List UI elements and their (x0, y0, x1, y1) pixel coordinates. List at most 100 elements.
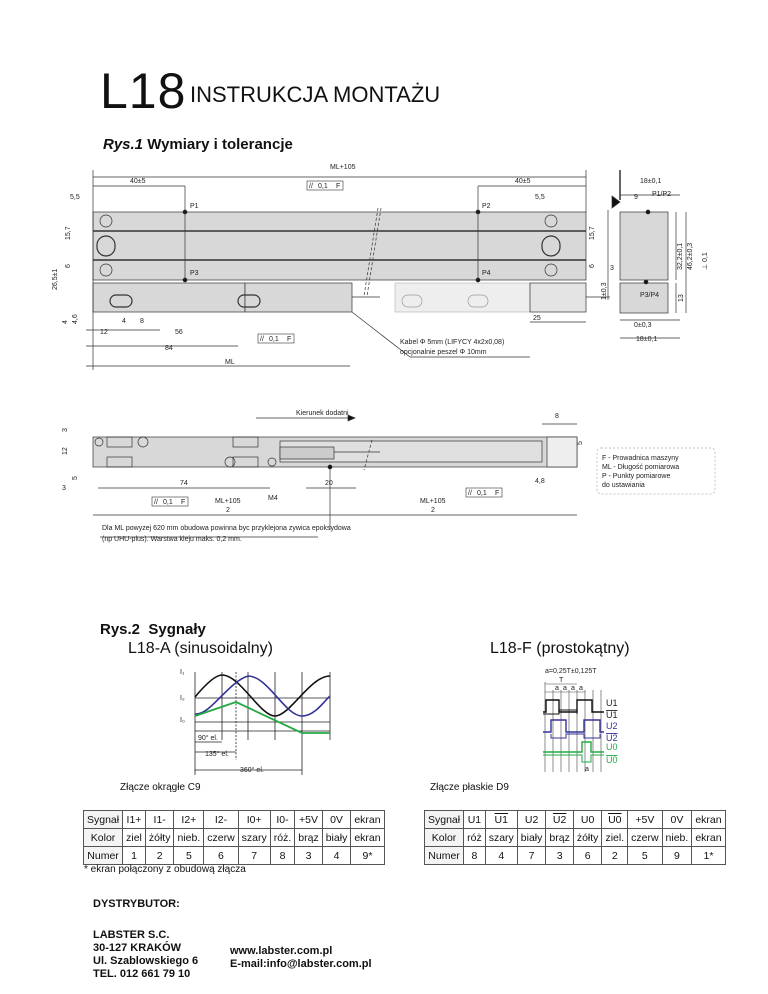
rys2-heading: Rys.2 Sygnały (100, 621, 206, 638)
dim-ml: ML (225, 359, 235, 366)
direction-label: Kierunek dodatni (296, 410, 349, 417)
i1-wave (194, 674, 331, 717)
table-cell: róż (463, 828, 486, 847)
table-cell: 4 (321, 846, 352, 865)
table-cell: ekran (691, 828, 726, 847)
svg-text://: // (468, 490, 472, 497)
table-cell: I1- (144, 810, 175, 829)
table-cell: 5 (173, 846, 205, 865)
table-cell: U1 (484, 810, 518, 829)
dim-8: 8 (140, 318, 144, 325)
svg-text:F: F (336, 183, 340, 190)
table-cell: I2- (203, 810, 239, 829)
row-header: Kolor (82, 828, 124, 847)
i0-wave (194, 701, 330, 734)
svg-text://: // (309, 183, 313, 190)
tolerance-frame-1: // 0,1 F (306, 180, 344, 191)
dim2-half-right-den: 2 (431, 507, 435, 514)
distributor-address: LABSTER S.C. 30-127 KRAKÓW Ul. Szablowsk… (93, 929, 198, 981)
dim-15-7-right: 15,7 (589, 226, 596, 240)
i2-wave (194, 675, 331, 717)
email-link[interactable]: E-mail:info@labster.com.pl (230, 958, 372, 970)
company-phone: TEL. 012 661 79 10 (93, 968, 191, 980)
company-city: 30-127 KRAKÓW (93, 942, 182, 954)
table-cell: 0V (321, 810, 352, 829)
label-u2: U2 (606, 721, 618, 731)
table-cell: U0 (572, 810, 603, 829)
table-cell: szary (237, 828, 271, 847)
table-cell: +5V (294, 810, 323, 829)
table-cell: brąz (294, 828, 323, 847)
dim2-half-left-num: ML+105 (215, 498, 241, 505)
table-cell: brąz (545, 828, 574, 847)
document-title: INSTRUKCJA MONTAŻU (190, 82, 441, 107)
adhesive-note-1: Dla ML powyzej 620 mm obudowa powinna by… (102, 525, 351, 532)
table-cell: 4 (484, 846, 518, 865)
table-cell: nieb. (661, 828, 693, 847)
label-i1: I₁ (180, 669, 185, 676)
model-title: L18 (100, 63, 187, 119)
table-cell: żółty (572, 828, 603, 847)
dim2-74: 74 (180, 480, 188, 487)
dim2-20: 20 (325, 480, 333, 487)
svg-text:0,1: 0,1 (318, 183, 328, 190)
dim-25: 25 (533, 315, 541, 322)
label-T: T (559, 677, 564, 684)
dim-84: 84 (165, 345, 173, 352)
svg-text:0,1: 0,1 (269, 336, 279, 343)
label-u2-neg: U2 (606, 733, 618, 743)
label-p2: P2 (482, 203, 491, 210)
distributor-label: DYSTRYBUTOR: (93, 898, 180, 910)
side-dim-18-top: 18±0,1 (640, 178, 661, 185)
square-formula: a=0,25T±0,125T (545, 668, 597, 675)
rys1-title: Wymiary i tolerancje (147, 136, 293, 153)
sine-title: L18-A (sinusoidalny) (128, 640, 273, 657)
table-cell: róż. (269, 828, 296, 847)
dim-6-right: 6 (589, 264, 596, 268)
table-cell: ekran (350, 828, 385, 847)
legend-p: P - Punkty pomiarowe (602, 473, 670, 480)
company-street: Ul. Szablowskiego 6 (93, 955, 199, 967)
table-cell: biały (321, 828, 352, 847)
website-link[interactable]: www.labster.com.pl (230, 945, 333, 957)
dim2-12: 12 (62, 447, 69, 455)
legend-p-cont: do ustawiania (602, 482, 645, 489)
dim2-4-8: 4,8 (535, 478, 545, 485)
dim-right40: 40±5 (515, 178, 531, 185)
dim-26-5: 26,5±1 (52, 269, 59, 290)
square-title: L18-F (prostokątny) (490, 640, 630, 657)
top-view (92, 414, 716, 538)
table-cell: U2 (516, 810, 547, 829)
svg-text://: // (154, 499, 158, 506)
side-dim-0: 0±0,3 (634, 322, 652, 329)
table-cell: nieb. (173, 828, 205, 847)
label-360: 360° el. (240, 766, 264, 774)
table-cell: 6 (203, 846, 239, 865)
table-cell: I2+ (173, 810, 205, 829)
side-p3p4: P3/P4 (640, 292, 659, 299)
svg-text://: // (260, 336, 264, 343)
label-a-bottom: a (585, 766, 589, 773)
table-cell: I1+ (122, 810, 146, 829)
dim-4-b: 4 (122, 318, 126, 325)
legend-f: F - Prowadnica maszyny (602, 455, 679, 462)
dim2-3-top: 3 (62, 428, 69, 432)
table-cell: 8 (269, 846, 296, 865)
company-name: LABSTER S.C. (93, 929, 170, 941)
svg-text:F: F (495, 490, 499, 497)
table-cell: szary (484, 828, 518, 847)
table-cell: żółty (144, 828, 175, 847)
table-cell: ekran (691, 810, 726, 829)
table-cell: I0+ (237, 810, 271, 829)
dim-5-5-left: 5,5 (70, 194, 80, 201)
svg-text:F: F (287, 336, 291, 343)
table-cell: ekran (350, 810, 385, 829)
side-dim-13: 13 (678, 294, 685, 302)
label-135: 135° el. (205, 750, 229, 758)
